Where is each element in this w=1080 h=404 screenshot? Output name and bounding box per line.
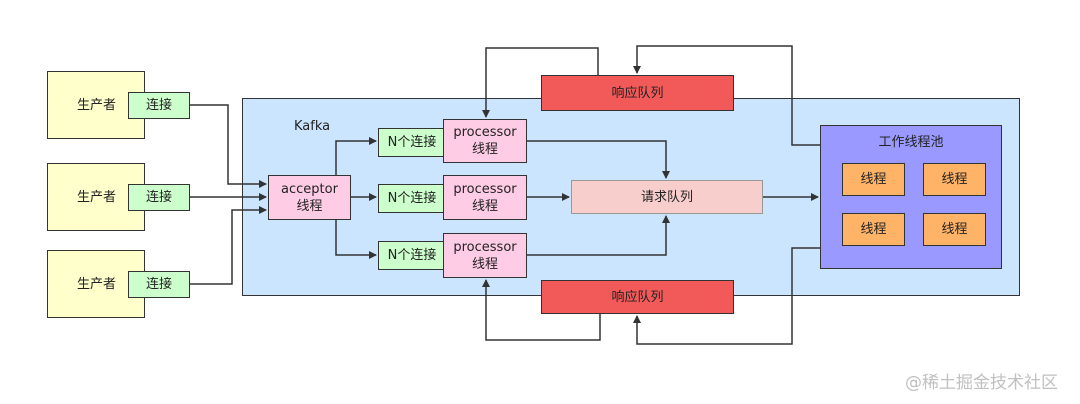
worker-thread: 线程: [923, 213, 986, 246]
worker-thread-label: 线程: [941, 222, 968, 237]
arrow-response-top-proc: [482, 47, 599, 118]
producer-label: 生产者: [77, 276, 117, 292]
processor-line2: 线程: [471, 142, 498, 157]
acceptor-thread: acceptor 线程: [268, 175, 351, 220]
acceptor-line1: acceptor: [281, 181, 338, 197]
request-queue-label: 请求队列: [640, 189, 693, 205]
producer-label: 生产者: [77, 189, 117, 205]
response-queue-top-label: 响应队列: [611, 85, 664, 101]
processor-thread: processor 线程: [443, 175, 527, 220]
processor-line1: processor: [453, 125, 517, 140]
worker-thread-label: 线程: [860, 172, 887, 187]
n-connections-label: N个连接: [387, 248, 437, 263]
n-connections-label: N个连接: [387, 191, 437, 206]
n-connections: N个连接: [378, 128, 446, 157]
arrow-acceptor-conn1: [335, 137, 377, 175]
watermark: @稀土掘金技术社区: [905, 373, 1058, 393]
producer-connection-label: 连接: [145, 277, 172, 292]
arrow-proc1-request: [527, 140, 670, 179]
response-queue-bottom-label: 响应队列: [611, 289, 664, 305]
producer-connection-label: 连接: [145, 190, 172, 205]
processor-line2: 线程: [471, 198, 498, 214]
producer-label: 生产者: [77, 97, 117, 113]
acceptor-line2: 线程: [296, 198, 323, 214]
arrow-response-bottom-proc: [482, 279, 601, 341]
response-queue-top: 响应队列: [541, 75, 734, 111]
worker-thread-label: 线程: [941, 172, 968, 187]
processor-thread: processor 线程: [443, 119, 527, 163]
producer-connection: 连接: [128, 184, 190, 211]
worker-pool-title: 工作线程池: [878, 135, 944, 150]
producer-connection: 连接: [128, 271, 190, 298]
processor-line1: processor: [453, 181, 517, 197]
processor-line1: processor: [453, 239, 517, 255]
n-connections: N个连接: [378, 241, 446, 270]
request-queue: 请求队列: [571, 180, 763, 214]
processor-line2: 线程: [471, 256, 498, 272]
response-queue-bottom: 响应队列: [541, 280, 734, 314]
arrow-acceptor-conn3: [335, 220, 377, 259]
producer-connection: 连接: [128, 92, 190, 119]
worker-thread: 线程: [923, 163, 986, 196]
n-connections-label: N个连接: [387, 135, 437, 150]
worker-thread-label: 线程: [860, 222, 887, 237]
worker-thread: 线程: [842, 213, 905, 246]
arrow-pool-response-top: [633, 45, 820, 146]
producer-connection-label: 连接: [145, 98, 172, 113]
worker-thread: 线程: [842, 163, 905, 196]
arrow-producer3-acceptor: [190, 206, 267, 285]
arrow-producer1-acceptor: [190, 104, 267, 188]
arrow-proc3-request: [527, 215, 670, 256]
processor-thread: processor 线程: [443, 233, 527, 278]
n-connections: N个连接: [378, 184, 446, 213]
kafka-label: Kafka: [294, 119, 331, 134]
arrow-pool-response-bottom: [633, 247, 820, 345]
